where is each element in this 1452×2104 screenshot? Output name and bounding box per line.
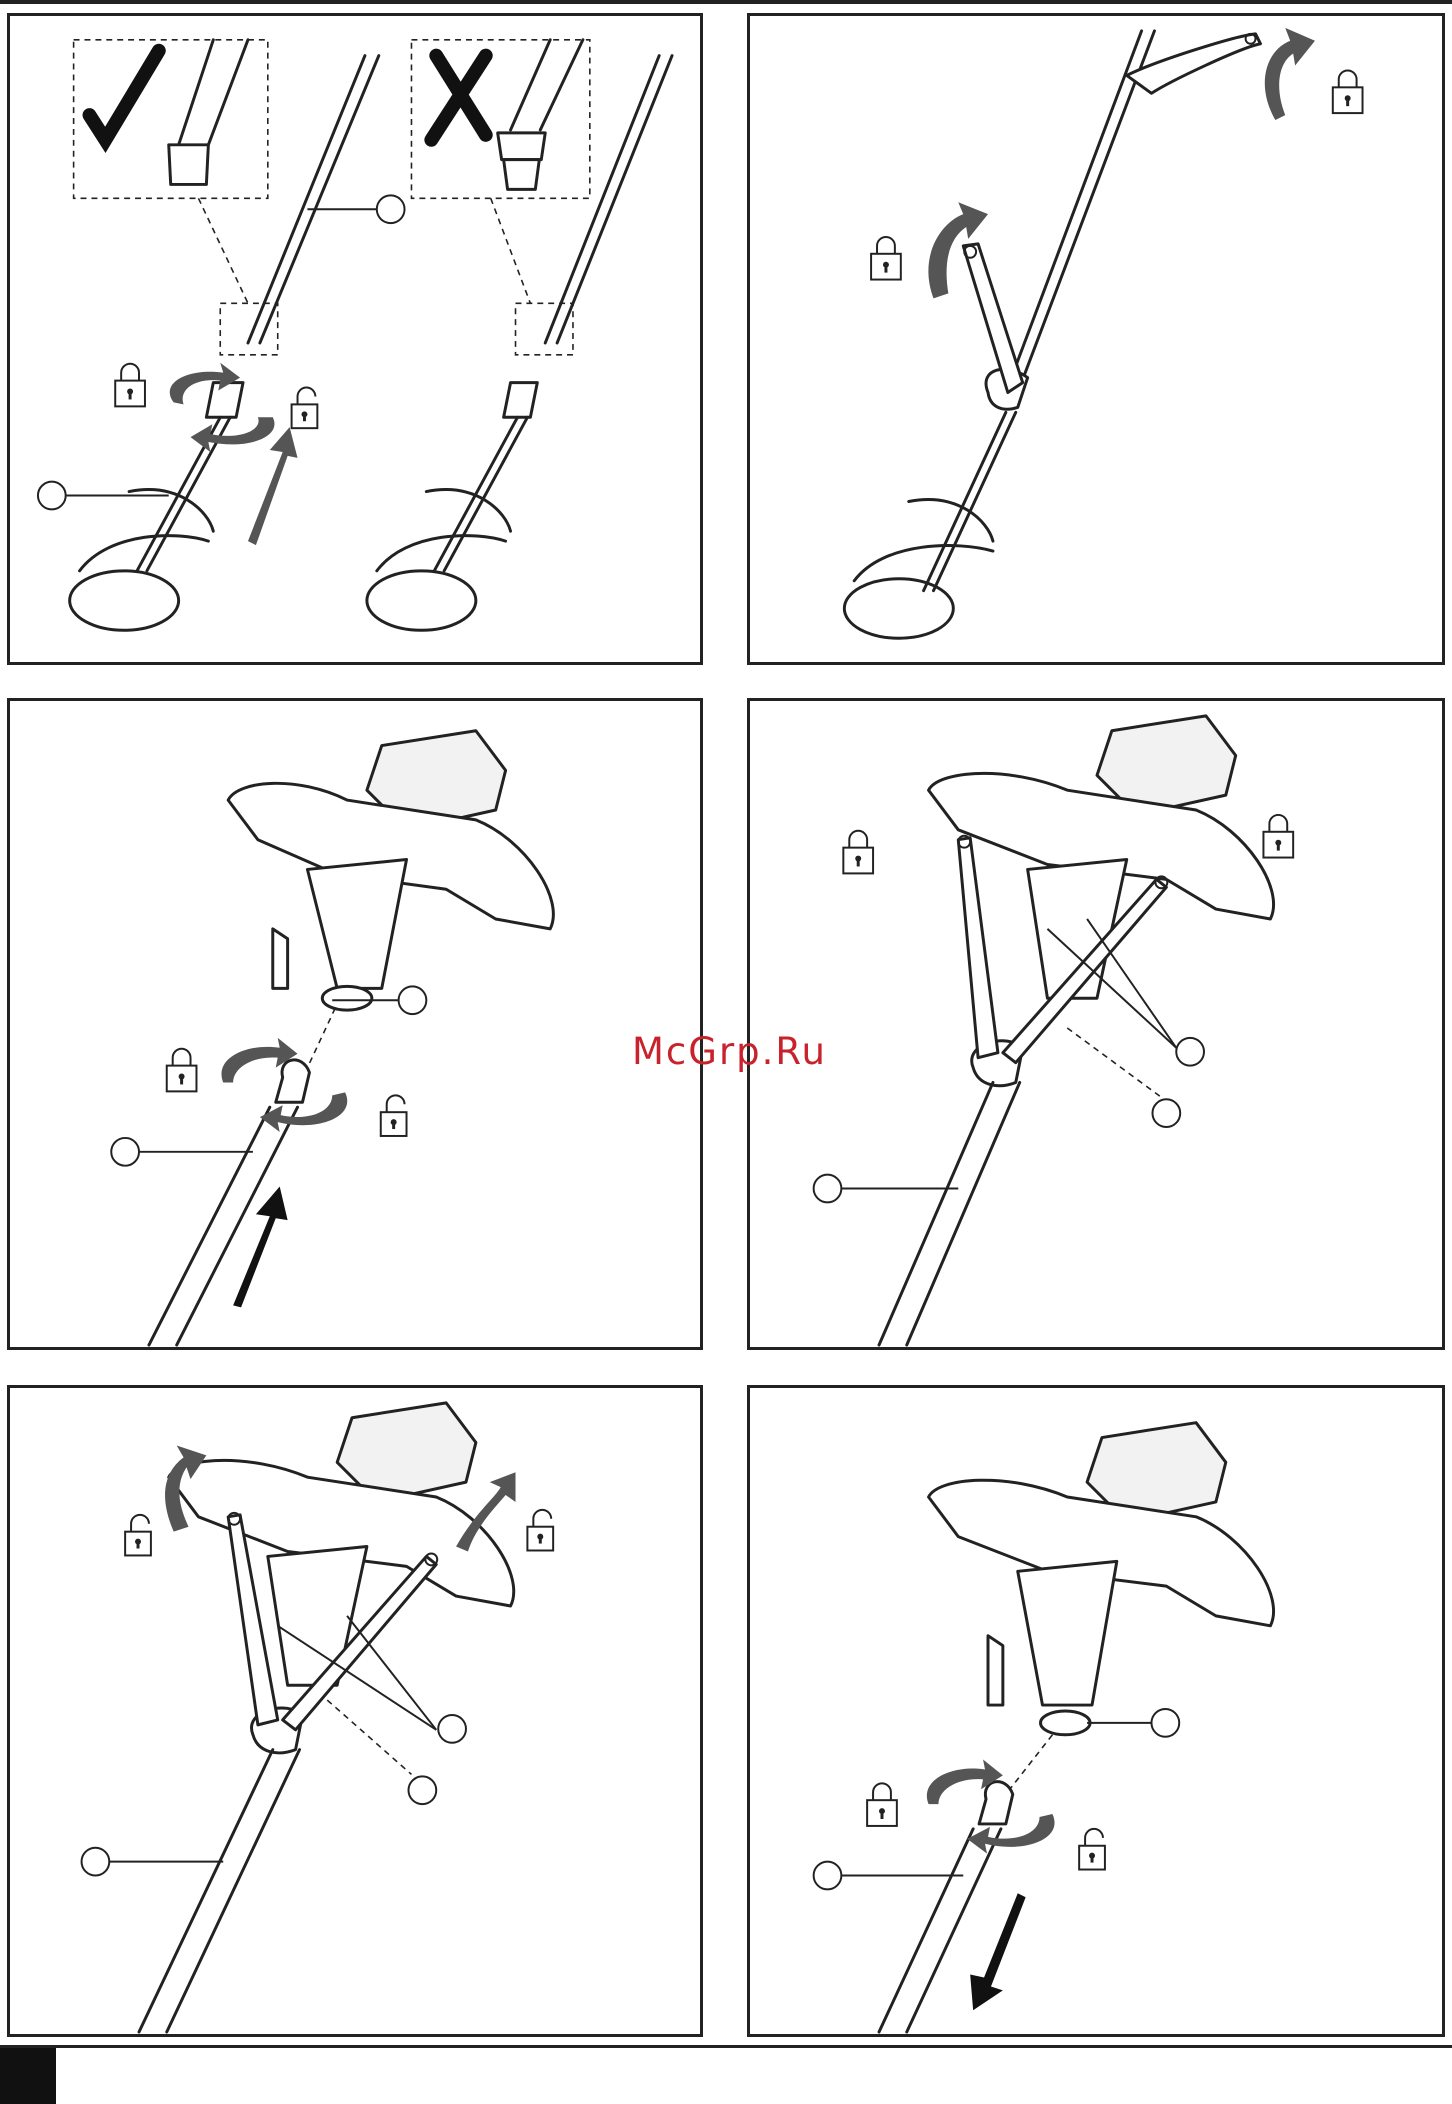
lock-icon <box>167 1049 197 1092</box>
rod-detail-correct <box>179 40 248 145</box>
paddle-ring <box>844 579 953 638</box>
panel-5-illustration <box>10 1388 700 2034</box>
lock-icon <box>843 831 873 874</box>
panel-6-illustration <box>750 1388 1442 2034</box>
extension-rod <box>149 1107 298 1345</box>
callout-bubble-spindle <box>409 1776 437 1804</box>
lock-icon <box>867 1783 897 1826</box>
zoom-box-right <box>516 303 573 355</box>
callout-bubble-paddle <box>38 482 66 510</box>
wrench-left <box>958 838 998 1058</box>
page-number-block <box>0 2048 56 2104</box>
callout-bubble-rod <box>377 195 405 223</box>
callout-bubble-spindle <box>1151 1709 1179 1737</box>
lock-icon <box>115 364 145 407</box>
paddle-shaft-right <box>434 417 527 571</box>
panel-4-illustration <box>750 701 1442 1347</box>
panel-3-illustration <box>10 701 700 1347</box>
callout-bubble-rod <box>111 1138 139 1166</box>
spindle-axis-leader <box>1010 1735 1053 1789</box>
push-up-arrow-icon <box>248 427 298 545</box>
callout-bubble-spindle <box>399 986 427 1014</box>
unlock-icon <box>292 388 318 429</box>
panel-2-illustration <box>750 16 1442 662</box>
paddle-shaft <box>924 412 1016 590</box>
lock-icon <box>1333 70 1363 113</box>
thread-detail-wrong <box>504 160 540 190</box>
extension-rod <box>879 1082 1020 1345</box>
lock-icon <box>1263 815 1293 858</box>
paddle-spiral-right <box>377 490 511 571</box>
mixer-gear-housing <box>307 860 406 989</box>
rod-thread <box>979 1782 1013 1824</box>
callout-bubble-rod <box>814 1175 842 1203</box>
unlock-icon <box>1079 1829 1105 1870</box>
watermark-text: McGrp.Ru <box>632 1030 827 1073</box>
coupling-right <box>504 383 538 418</box>
mixer-side-handle <box>988 1636 1003 1705</box>
callout-bubble-wrenches <box>1176 1038 1204 1066</box>
leader-correct <box>198 198 248 303</box>
mixer-side-handle <box>273 929 288 988</box>
unlock-icon <box>527 1510 553 1551</box>
paddle-ring-right <box>367 571 476 630</box>
spindle-axis-leader <box>307 1008 335 1067</box>
check-mark-icon <box>89 51 158 140</box>
callout-bubble-rod <box>814 1862 842 1890</box>
paddle-spiral <box>854 500 993 581</box>
rod-thread <box>276 1060 310 1102</box>
callout-leader-spindle <box>1067 1028 1161 1097</box>
panel-5-loosen-on-mixer <box>7 1385 703 2037</box>
panel-1-illustration <box>10 16 700 662</box>
callout-bubble-spindle <box>1152 1099 1180 1127</box>
panel-2-tighten-with-wrenches <box>747 13 1445 665</box>
lock-icon <box>871 237 901 280</box>
top-rule <box>0 0 1452 4</box>
mixer-spindle <box>1041 1711 1091 1735</box>
unlock-icon <box>125 1515 151 1556</box>
leader-wrong <box>491 198 531 303</box>
pull-down-arrow-icon <box>970 1893 1025 2010</box>
rod-detail-wrong <box>511 40 583 130</box>
panel-1-attach-paddle-extension <box>7 13 703 665</box>
callout-leader-spindle <box>327 1700 411 1774</box>
callout-bubble-wrenches <box>438 1715 466 1743</box>
mixer-spindle <box>322 986 372 1010</box>
mixer-gear-housing <box>1018 1561 1117 1705</box>
cross-mark-icon <box>431 56 485 140</box>
paddle-ring-left <box>70 571 179 630</box>
callout-bubble-rod <box>82 1848 110 1876</box>
push-up-arrow-icon <box>233 1186 287 1307</box>
unlock-icon <box>381 1095 407 1136</box>
zoom-box-left <box>220 303 277 355</box>
coupling-left <box>206 383 243 418</box>
callout-leader-wrenches-b <box>347 1616 436 1730</box>
wrench-upper <box>1127 34 1261 93</box>
footer-rule <box>0 2045 1452 2048</box>
paddle-spiral-left <box>80 490 214 571</box>
panel-3-attach-to-mixer <box>7 698 703 1350</box>
panel-6-remove-rod <box>747 1385 1445 2037</box>
thread-detail-correct <box>169 145 209 185</box>
panel-4-tighten-on-mixer <box>747 698 1445 1350</box>
extension-rod-right <box>545 56 672 343</box>
nut-detail-wrong <box>498 133 546 160</box>
extension-rod <box>139 1750 300 2032</box>
extension-rod <box>1006 31 1155 393</box>
rotate-arrow-icon <box>1265 28 1315 120</box>
